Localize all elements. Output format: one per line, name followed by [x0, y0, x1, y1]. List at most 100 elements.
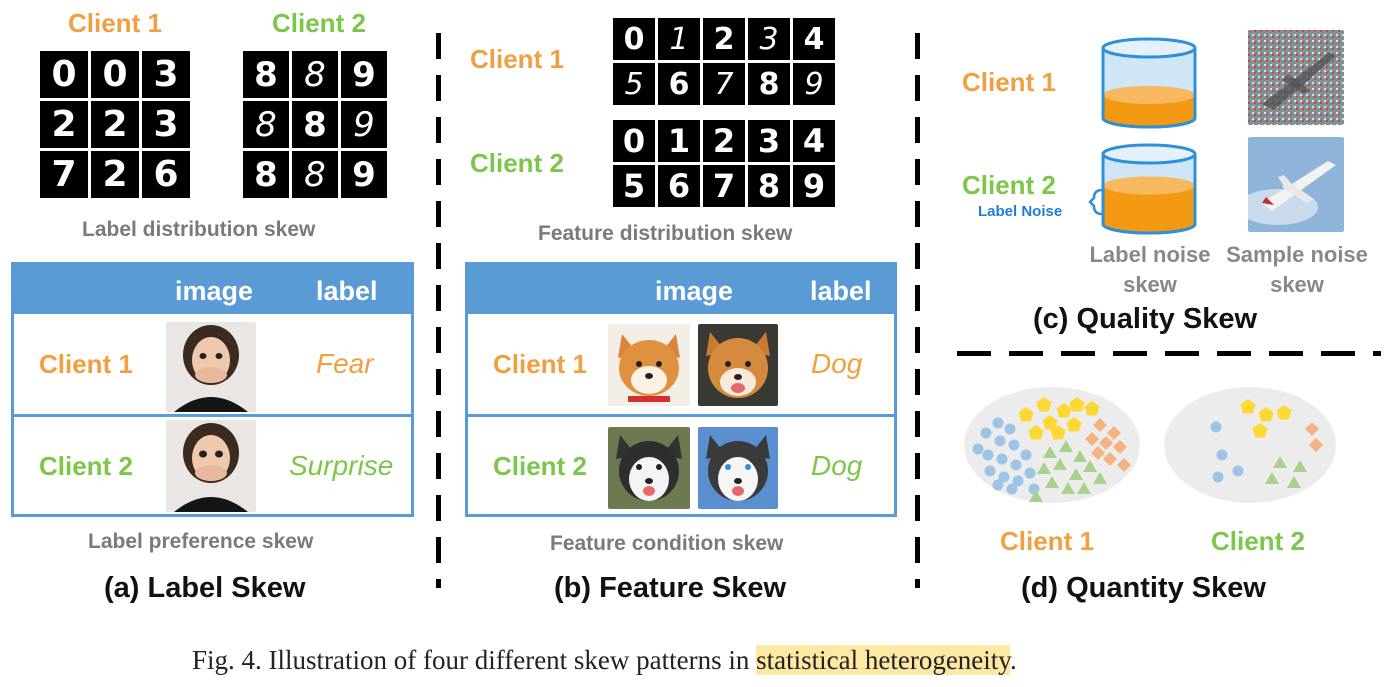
cylinder-outline [1101, 117, 1197, 129]
circle-marker [1006, 483, 1018, 495]
circle-marker [1028, 483, 1040, 495]
panel-b-title: (b) Feature Skew [554, 572, 787, 604]
diamond-marker [1309, 438, 1323, 452]
diamond-marker [1093, 418, 1107, 432]
triangle-marker [1293, 460, 1307, 472]
digit-tile: 8 [243, 51, 289, 98]
digit-tile: 3 [748, 120, 790, 162]
cylinder-outline [1101, 223, 1197, 235]
panel-b-client2-label: Client 2 [470, 148, 564, 178]
divider-line [915, 33, 920, 588]
shiba-dog-photo [608, 324, 690, 406]
col-label-header: label [810, 276, 872, 306]
divider-line [957, 351, 1381, 356]
digit-tile: 7 [703, 165, 745, 207]
label-preference-skew-caption: Label preference skew [88, 530, 314, 553]
digit-tile: 7 [40, 151, 88, 198]
divider-line [436, 33, 441, 588]
table-header: image label [468, 265, 894, 314]
pentagon-marker [1240, 399, 1256, 414]
digit-tile: 3 [748, 18, 790, 60]
triangle-marker [1029, 490, 1043, 502]
triangle-marker [1093, 472, 1107, 484]
digit-tile: 2 [40, 101, 88, 148]
quantity-skew-scatter [964, 387, 1336, 503]
panel-c-client1-label: Client 1 [962, 67, 1056, 97]
circle-marker [1210, 421, 1222, 433]
pentagon-marker [1258, 407, 1274, 422]
table-row: Client 1 [468, 314, 894, 414]
digit-tile: 6 [142, 151, 190, 198]
digit-tile: 8 [292, 51, 338, 98]
circle-marker [1012, 475, 1024, 487]
digit-tile: 1 [658, 120, 700, 162]
circle-marker [996, 453, 1008, 465]
digit-tile: 2 [91, 151, 139, 198]
triangle-marker [1077, 482, 1091, 494]
label-noise-skew-caption: Label noise skew [1083, 240, 1217, 300]
cylinder-fill-top [1103, 176, 1195, 195]
diamond-marker [1085, 432, 1099, 446]
digit-tile: 9 [341, 151, 387, 198]
digit-tile: 9 [793, 63, 835, 105]
digit-tile: 8 [292, 101, 338, 148]
shiba-dog-photo [698, 324, 778, 406]
girl-fear-photo [166, 322, 256, 412]
digit-tile: 0 [613, 120, 655, 162]
circle-marker [1004, 423, 1016, 435]
panel-d-client2-label: Client 2 [1211, 526, 1305, 556]
triangle-marker [1061, 482, 1075, 494]
digit-tile: 5 [613, 165, 655, 207]
client1-label-cylinder [1101, 37, 1197, 129]
label-noise-skew-line2: skew [1123, 272, 1177, 297]
triangle-marker [1069, 468, 1083, 480]
row-client-label: Client 1 [493, 349, 587, 379]
figure-caption: Fig. 4. Illustration of four different s… [192, 645, 1017, 676]
pentagon-marker [1028, 425, 1044, 440]
girl-surprise-photo [166, 420, 256, 512]
label-noise-tag: Label Noise [978, 203, 1063, 220]
circle-marker [1020, 449, 1032, 461]
panel-c-client2-label: Client 2 [962, 170, 1056, 200]
row-label-dog: Dog [811, 450, 863, 481]
caption-highlight: statistical heterogeneity [756, 645, 1011, 675]
sample-noise-skew-line2: skew [1270, 272, 1324, 297]
pentagon-marker [1056, 403, 1072, 418]
clean-airplane-image [1248, 137, 1344, 232]
label-noise-skew-line1: Label noise [1089, 242, 1211, 267]
circle-marker [998, 471, 1010, 483]
digit-tile: 8 [243, 151, 289, 198]
circle-marker [1008, 439, 1020, 451]
digit-tile: 8 [748, 165, 790, 207]
label-preference-table: image label Client 1 Fear Client 2 [11, 262, 414, 517]
digit-tile: 0 [40, 51, 88, 98]
cylinder-fill-top [1103, 85, 1195, 104]
digit-tile: 9 [793, 165, 835, 207]
col-label-header: label [316, 276, 378, 306]
diamond-marker [1107, 426, 1121, 440]
feature-condition-skew-caption: Feature condition skew [550, 532, 784, 555]
digit-tile: 7 [703, 63, 745, 105]
row-label-surprise: Surprise [289, 450, 394, 481]
table-row: Client 2 [468, 414, 894, 520]
noisy-airplane-image [1248, 30, 1344, 125]
circle-marker [982, 449, 994, 461]
husky-dog-photo [608, 427, 690, 509]
triangle-marker [1037, 462, 1051, 474]
digit-tile: 8 [243, 101, 289, 148]
row-client-label: Client 2 [493, 451, 587, 481]
sample-noise-skew-line1: Sample noise [1226, 242, 1368, 267]
client2-label-cylinder [1088, 143, 1197, 235]
label-noise-brace [1088, 188, 1103, 216]
cylinder-fill [1103, 185, 1195, 233]
label-distribution-skew-caption: Label distribution skew [82, 218, 316, 241]
digit-tile: 2 [703, 120, 745, 162]
cylinder-top [1101, 143, 1197, 165]
diamond-marker [1103, 452, 1117, 466]
circle-marker [984, 465, 996, 477]
col-image-header: image [655, 276, 734, 306]
circle-marker [1216, 449, 1228, 461]
